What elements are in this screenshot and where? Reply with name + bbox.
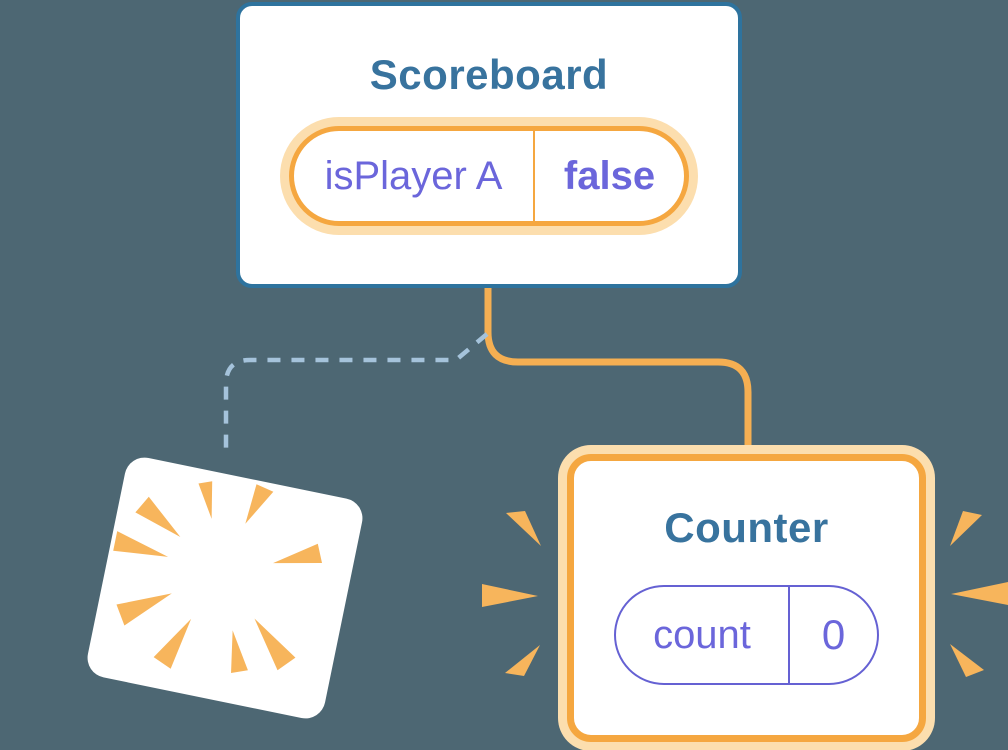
scoreboard-title: Scoreboard [369, 51, 609, 98]
destroyed-component-card [83, 453, 367, 723]
state-value-label: 0 [821, 611, 846, 658]
counter-title: Counter [664, 504, 829, 551]
dashed-connector-line [223, 332, 489, 456]
emphasis-spikes-icon [482, 511, 541, 676]
pill-divider [788, 587, 790, 683]
pill-divider [533, 131, 535, 221]
scoreboard-component-card: Scoreboard isPlayer A false [236, 2, 742, 288]
scoreboard-state-pill: isPlayer A false [289, 126, 689, 226]
state-name-label: isPlayer A [324, 153, 503, 198]
counter-component-card: Counter count 0 [567, 454, 926, 742]
counter-state-pill: count 0 [614, 585, 879, 685]
burst-rays-icon [113, 481, 323, 673]
solid-connector-line [484, 288, 752, 448]
state-name-label: count [653, 612, 751, 657]
emphasis-spikes-icon [950, 511, 1008, 677]
state-value-label: false [563, 153, 656, 198]
